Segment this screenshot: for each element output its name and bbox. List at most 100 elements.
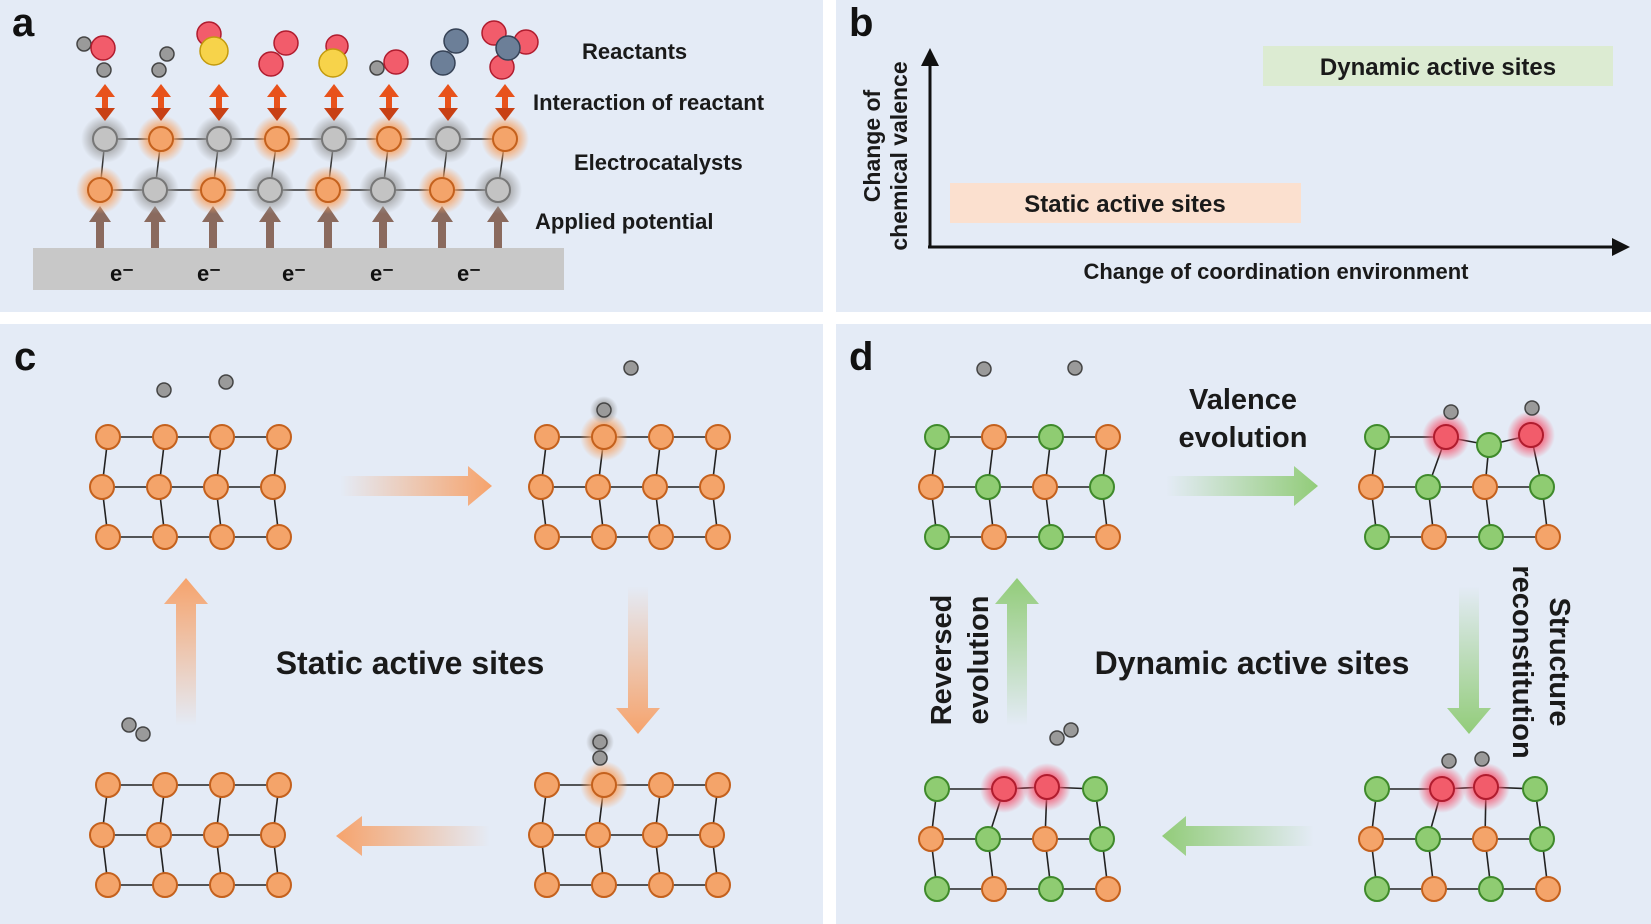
gas-atom bbox=[156, 382, 172, 398]
lattice-atom bbox=[315, 177, 341, 203]
y-axis-label-line1: Change of bbox=[859, 89, 885, 202]
interaction-arrow-head bbox=[495, 84, 515, 97]
lattice-atom bbox=[148, 126, 174, 152]
dynamic-lattices bbox=[918, 411, 1561, 902]
adsorbed-atom bbox=[1474, 751, 1490, 767]
lattice-atom bbox=[142, 177, 168, 203]
static-lattices bbox=[89, 413, 731, 898]
lattice-atom bbox=[591, 524, 617, 550]
panel-c-background bbox=[0, 324, 823, 924]
potential-arrow-shaft bbox=[266, 220, 274, 248]
lattice-atom bbox=[648, 772, 674, 798]
dynamic-region-box bbox=[1263, 46, 1613, 86]
electron-label-3: e⁻ bbox=[282, 261, 306, 286]
lattice-atom bbox=[1476, 432, 1502, 458]
lattice-atom bbox=[1472, 474, 1498, 500]
lattice-atom bbox=[266, 424, 292, 450]
lattice-atom bbox=[152, 524, 178, 550]
lattice-atom bbox=[1095, 876, 1121, 902]
lattice-atom bbox=[146, 822, 172, 848]
lattice-atom bbox=[918, 474, 944, 500]
lattice-atom bbox=[585, 822, 611, 848]
lattice-atom bbox=[1433, 424, 1459, 450]
lattice-atom bbox=[485, 177, 511, 203]
lattice-atom bbox=[1032, 826, 1058, 852]
lattice-atom bbox=[209, 872, 235, 898]
structure-reconstitution-line1: Structure bbox=[1543, 598, 1575, 727]
cycle-arrow-down bbox=[616, 586, 660, 734]
reactant-red-atom bbox=[258, 51, 284, 77]
lattice-atom bbox=[209, 424, 235, 450]
lattice-atom bbox=[924, 524, 950, 550]
lattice-atom bbox=[1038, 424, 1064, 450]
lattice-atom bbox=[203, 822, 229, 848]
cycle-arrow-up bbox=[164, 578, 208, 726]
lattice-atom bbox=[585, 474, 611, 500]
lattice-atom bbox=[321, 126, 347, 152]
lattice-atom bbox=[534, 772, 560, 798]
lattice-atom bbox=[95, 772, 121, 798]
static-region-box bbox=[950, 183, 1301, 223]
lattice-atom bbox=[534, 524, 560, 550]
reactant-grey-atom bbox=[76, 36, 92, 52]
interaction-arrow-head bbox=[438, 108, 458, 121]
lattice-atom bbox=[266, 772, 292, 798]
reactant-molecules bbox=[76, 20, 539, 80]
lattice-atom bbox=[1089, 474, 1115, 500]
lattice-atom bbox=[95, 872, 121, 898]
lattice-atom bbox=[981, 876, 1007, 902]
lattice-atom bbox=[1529, 474, 1555, 500]
lattice-atom bbox=[1415, 826, 1441, 852]
desorbed-atom bbox=[121, 717, 137, 733]
reactants-label: Reactants bbox=[582, 39, 687, 64]
electrocatalyst-layers bbox=[76, 115, 529, 214]
lattice-atom bbox=[981, 524, 1007, 550]
panel-a-letter: a bbox=[12, 1, 35, 45]
interaction-arrow-shaft bbox=[331, 91, 337, 114]
lattice-atom bbox=[152, 872, 178, 898]
lattice-atom bbox=[924, 424, 950, 450]
lattice-atom bbox=[1082, 776, 1108, 802]
lattice-atom bbox=[200, 177, 226, 203]
lattice-atom bbox=[1429, 776, 1455, 802]
x-axis-arrowhead bbox=[1612, 238, 1630, 256]
lattice-atom bbox=[1095, 424, 1121, 450]
lattice-atom bbox=[991, 776, 1017, 802]
lattice-atom bbox=[89, 822, 115, 848]
lattice-atom bbox=[146, 474, 172, 500]
interaction-arrow-head bbox=[379, 84, 399, 97]
electron-label-5: e⁻ bbox=[457, 261, 481, 286]
panel-d: d Dynamic active sites Valence evolution… bbox=[849, 335, 1575, 902]
lattice-atom bbox=[642, 474, 668, 500]
reactant-grey-atom bbox=[151, 62, 167, 78]
adsorbed-atom bbox=[1443, 404, 1459, 420]
lattice-atom bbox=[705, 772, 731, 798]
potential-arrow-shaft bbox=[96, 220, 104, 248]
reactant-red-atom bbox=[383, 49, 409, 75]
dynamic-arrow-right bbox=[1166, 466, 1318, 506]
interaction-arrow-head bbox=[324, 84, 344, 97]
interaction-arrow-shaft bbox=[274, 91, 280, 114]
lattice-atom bbox=[1529, 826, 1555, 852]
lattice-atom bbox=[95, 524, 121, 550]
interaction-arrow-shaft bbox=[386, 91, 392, 114]
lattice-atom bbox=[975, 826, 1001, 852]
interaction-arrow-head bbox=[95, 84, 115, 97]
lattice-atom bbox=[1364, 524, 1390, 550]
interaction-arrow-head bbox=[151, 84, 171, 97]
lattice-atom bbox=[705, 424, 731, 450]
interaction-arrow-head bbox=[209, 84, 229, 97]
lattice-atom bbox=[95, 424, 121, 450]
lattice-atom bbox=[918, 826, 944, 852]
lattice-atom bbox=[534, 424, 560, 450]
lattice-atom bbox=[528, 822, 554, 848]
lattice-atom bbox=[1038, 876, 1064, 902]
reactant-red-atom bbox=[90, 35, 116, 61]
desorbed-atom bbox=[1049, 730, 1065, 746]
lattice-atom bbox=[264, 126, 290, 152]
lattice-atom bbox=[924, 876, 950, 902]
lattice-atom bbox=[705, 524, 731, 550]
lattice-atom bbox=[429, 177, 455, 203]
lattice-atom bbox=[1032, 474, 1058, 500]
